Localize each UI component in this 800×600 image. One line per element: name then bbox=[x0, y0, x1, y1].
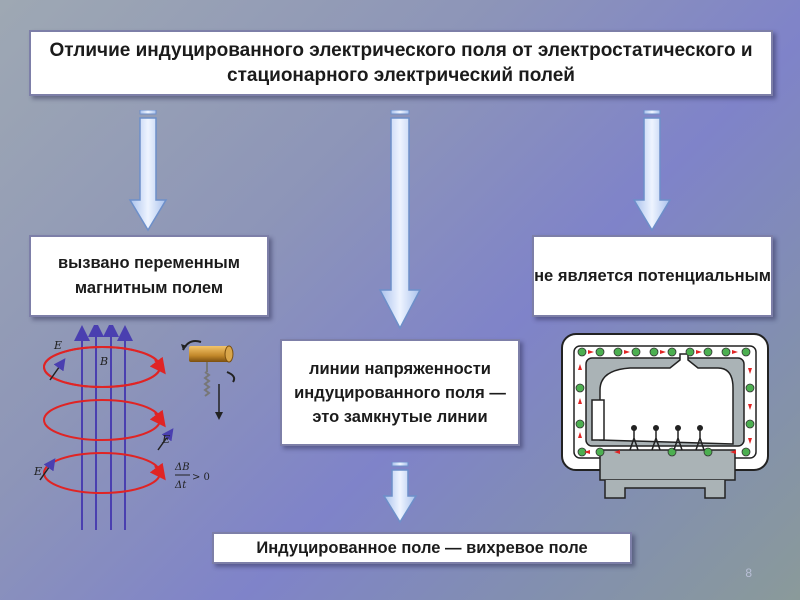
field-lines-box: линии напряженности индуцированного поля… bbox=[280, 339, 520, 446]
magnetic-field-lines bbox=[74, 325, 133, 530]
conclusion-box: Индуцированное поле — вихревое поле bbox=[212, 532, 632, 564]
e-label-2: E bbox=[161, 433, 170, 446]
page-number: 8 bbox=[745, 566, 752, 580]
e-label-1: E bbox=[53, 339, 62, 352]
condition-label: > 0 bbox=[192, 472, 210, 483]
gimlet-illustration bbox=[181, 340, 236, 420]
page-title: Отличие индуцированного электрического п… bbox=[29, 30, 773, 96]
closed-loop-illustration bbox=[561, 333, 769, 499]
delta-b-label: ΔB bbox=[174, 462, 190, 473]
cause-box: вызвано переменным магнитным полем bbox=[29, 235, 269, 317]
not-potential-box: не является потенциальным bbox=[532, 235, 773, 317]
arrow-center bbox=[378, 110, 422, 330]
delta-t-label: Δt bbox=[174, 480, 187, 491]
arrow-right bbox=[632, 110, 672, 232]
e-label-3: E bbox=[33, 465, 42, 478]
vortex-field-illustration: E B E E ΔB Δt > 0 bbox=[33, 325, 210, 530]
b-label: B bbox=[99, 355, 108, 368]
arrow-bottom bbox=[382, 462, 418, 524]
induced-field-loops bbox=[43, 346, 166, 494]
arrow-left bbox=[128, 110, 168, 232]
